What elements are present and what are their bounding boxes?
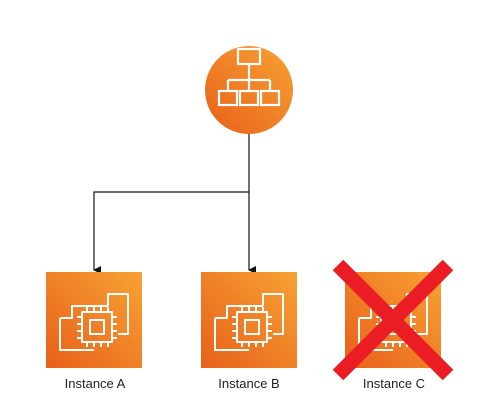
instance-b-label: Instance B bbox=[218, 376, 280, 391]
instance-icons bbox=[46, 272, 441, 368]
instance-a-label: Instance A bbox=[64, 376, 126, 391]
instance-c-label: Instance C bbox=[362, 376, 426, 391]
load-balancer-icon bbox=[205, 46, 293, 134]
connectors bbox=[93, 134, 256, 274]
red-cross-icon bbox=[332, 259, 454, 381]
crossed-out-marker bbox=[332, 259, 454, 381]
instance-a-icon bbox=[46, 272, 142, 368]
instance-b-icon bbox=[201, 272, 297, 368]
connector-instance-a bbox=[93, 191, 249, 274]
